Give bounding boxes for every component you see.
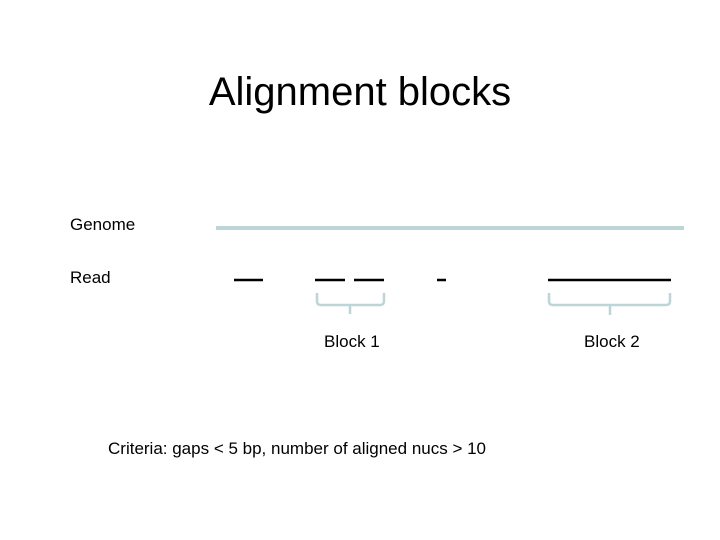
block-2-label: Block 2 <box>584 332 640 351</box>
criteria-text: Criteria: gaps < 5 bp, number of aligned… <box>108 439 487 458</box>
slide-title: Alignment blocks <box>0 70 720 115</box>
read-label: Read <box>70 268 111 287</box>
title-text: Alignment blocks <box>208 70 512 114</box>
block-1-brace <box>315 293 386 314</box>
block-1-label: Block 1 <box>324 332 380 351</box>
block-2-brace <box>547 293 672 315</box>
genome-label: Genome <box>70 215 136 234</box>
